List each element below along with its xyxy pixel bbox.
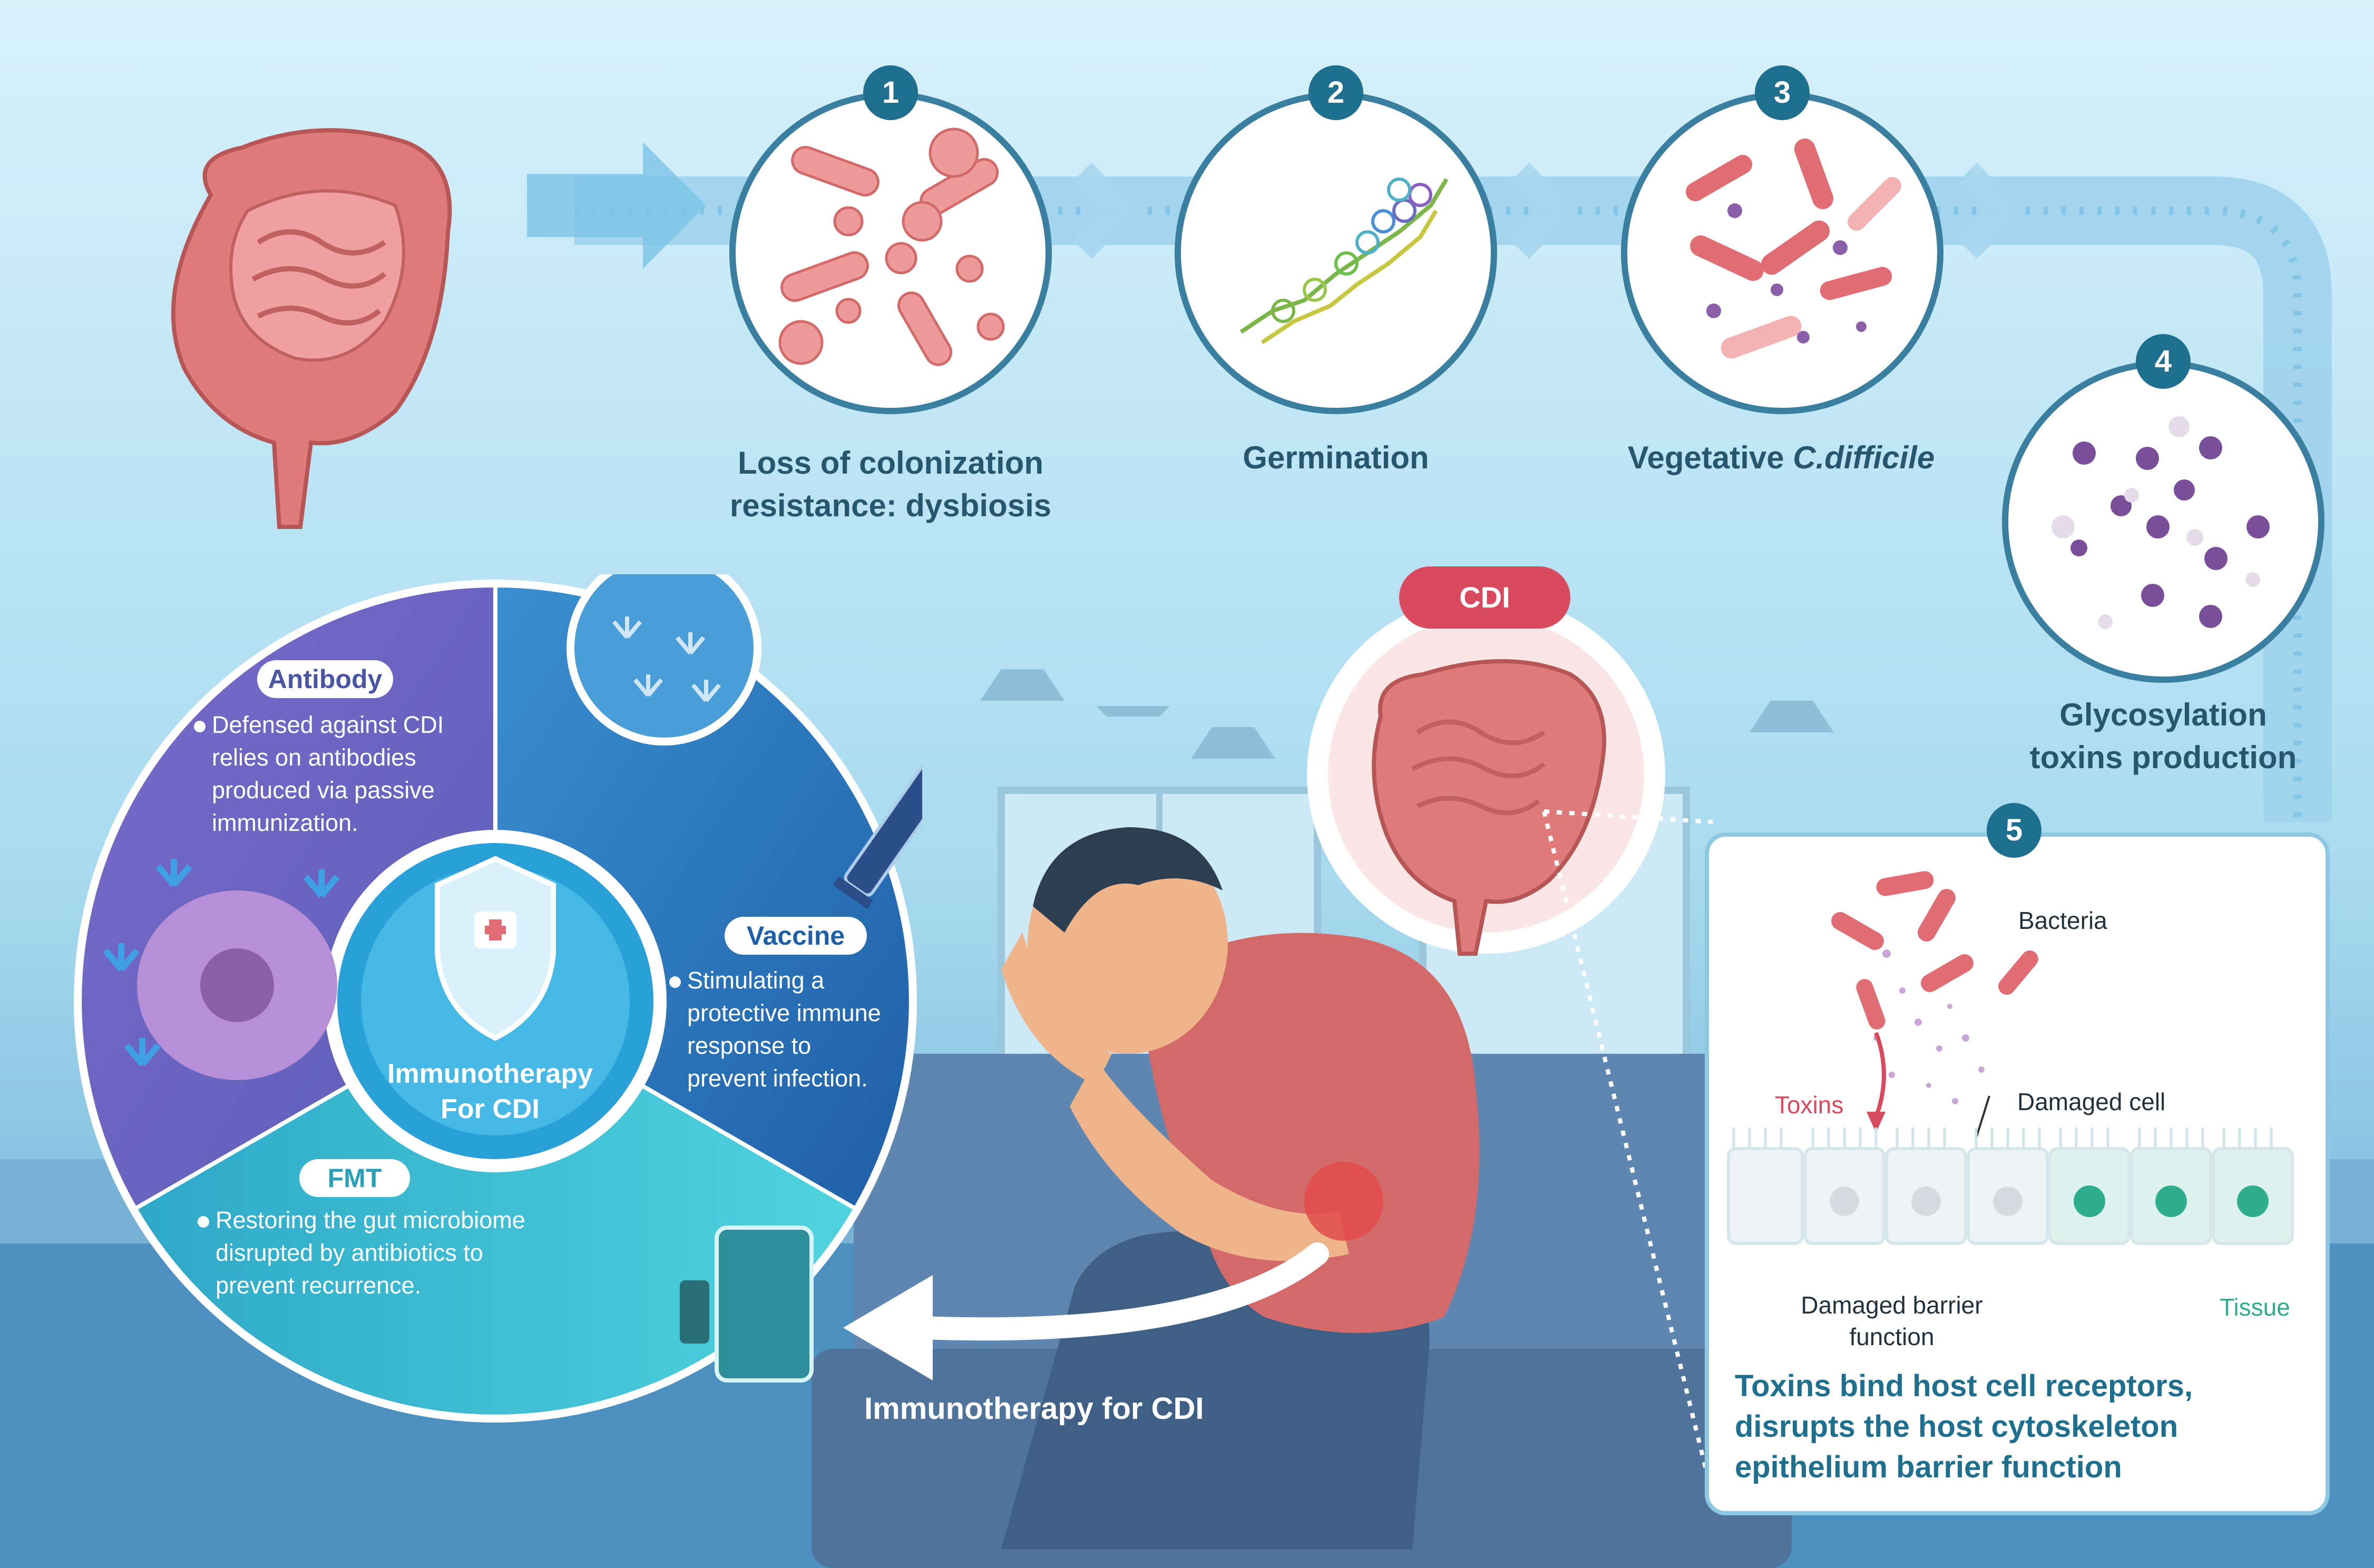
damaged-barrier-line1: Damaged barrier bbox=[1801, 1291, 1983, 1319]
damaged-barrier-label: Damaged barrier function bbox=[1771, 1290, 2013, 1353]
stage-1-label-line2: resistance: dysbiosis bbox=[729, 488, 1052, 523]
vaccine-title: Vaccine bbox=[725, 917, 867, 955]
stage-4-number: 4 bbox=[2136, 334, 2191, 389]
arrow-label: Immunotherapy for CDI bbox=[864, 1391, 1204, 1426]
fmt-line-1: Restoring the gut microbiome bbox=[198, 1204, 566, 1237]
antibody-title: Antibody bbox=[257, 660, 393, 698]
panel-summary-line3: epithelium barrier function bbox=[1735, 1450, 2122, 1485]
antibody-line-3: produced via passive bbox=[212, 777, 435, 804]
stage-4-label: Glycosylation toxins production bbox=[1981, 693, 2345, 779]
fmt-title: FMT bbox=[299, 1159, 410, 1197]
stage-3-label-italic: C.difficile bbox=[1793, 440, 1935, 475]
stage-2-circle bbox=[1175, 92, 1497, 414]
stage-1-label-line1: Loss of colonization bbox=[738, 445, 1043, 481]
vaccine-line-3: response to bbox=[687, 1032, 812, 1060]
stage-3-label-prefix: Vegetative bbox=[1627, 440, 1793, 475]
wheel-center-line1: Immunotherapy bbox=[387, 1059, 593, 1089]
damaged-cell-label: Damaged cell bbox=[2017, 1088, 2166, 1115]
fmt-description: Restoring the gut microbiome disrupted b… bbox=[198, 1204, 566, 1302]
antibody-line-2: relies on antibodies bbox=[212, 744, 416, 771]
stage-3-circle bbox=[1621, 92, 1943, 414]
panel-summary-line1: Toxins bind host cell receptors, bbox=[1735, 1369, 2193, 1403]
wheel-center-line2: For CDI bbox=[441, 1093, 540, 1124]
cdi-intestine-circle bbox=[1307, 595, 1665, 956]
antibody-line-1: Defensed against CDI bbox=[194, 709, 489, 741]
wheel-center-label: Immunotherapy For CDI bbox=[337, 1056, 643, 1126]
vaccine-line-4: prevent infection. bbox=[687, 1065, 868, 1092]
antibody-description: Defensed against CDI relies on antibodie… bbox=[194, 709, 489, 839]
vaccine-description: Stimulating a protective immune response… bbox=[669, 964, 922, 1095]
intestine-illustration bbox=[171, 128, 452, 529]
antibody-line-4: immunization. bbox=[212, 809, 358, 837]
vaccine-line-1-text: Stimulating a bbox=[687, 967, 825, 994]
stage-4-label-line1: Glycosylation bbox=[2059, 697, 2267, 732]
fmt-line-1-text: Restoring the gut microbiome bbox=[216, 1207, 525, 1233]
patient-illustration bbox=[1001, 827, 1480, 1549]
stage-4-label-line2: toxins production bbox=[2029, 740, 2297, 775]
fmt-line-3: prevent recurrence. bbox=[216, 1272, 422, 1299]
bacteria-label: Bacteria bbox=[2018, 907, 2107, 934]
stage-2-label: Germination bbox=[1243, 440, 1429, 475]
antibody-line-1-text: Defensed against CDI bbox=[212, 711, 444, 738]
stage-1-circle bbox=[729, 92, 1052, 414]
cdi-badge: CDI bbox=[1399, 566, 1570, 629]
stage-5-number: 5 bbox=[1987, 803, 2041, 858]
fmt-line-2: disrupted by antibiotics to bbox=[216, 1239, 483, 1267]
immunotherapy-wheel bbox=[74, 574, 922, 1423]
zoom-connector-lines bbox=[1542, 809, 1713, 1476]
vaccine-line-2: protective immune bbox=[687, 999, 881, 1027]
stage-3-label: Vegetative C.difficile bbox=[1581, 436, 1981, 479]
stage-4-circle bbox=[2002, 360, 2324, 683]
damaged-barrier-line2: function bbox=[1849, 1322, 1935, 1350]
stage-3-number: 3 bbox=[1755, 65, 1810, 120]
panel-summary: Toxins bind host cell receptors, disrupt… bbox=[1735, 1366, 2304, 1487]
stage-1-number: 1 bbox=[863, 65, 918, 120]
return-arrow bbox=[843, 1242, 1329, 1380]
tissue-label: Tissue bbox=[2220, 1293, 2290, 1321]
vaccine-line-1: Stimulating a bbox=[669, 964, 922, 997]
toxins-label: Toxins bbox=[1775, 1091, 1844, 1119]
epithelium-diagram bbox=[1727, 871, 2294, 1245]
panel-summary-line2: disrupts the host cytoskeleton bbox=[1735, 1409, 2178, 1444]
stage-2-number: 2 bbox=[1308, 65, 1363, 120]
stage-1-label: Loss of colonization resistance: dysbios… bbox=[675, 442, 1107, 527]
